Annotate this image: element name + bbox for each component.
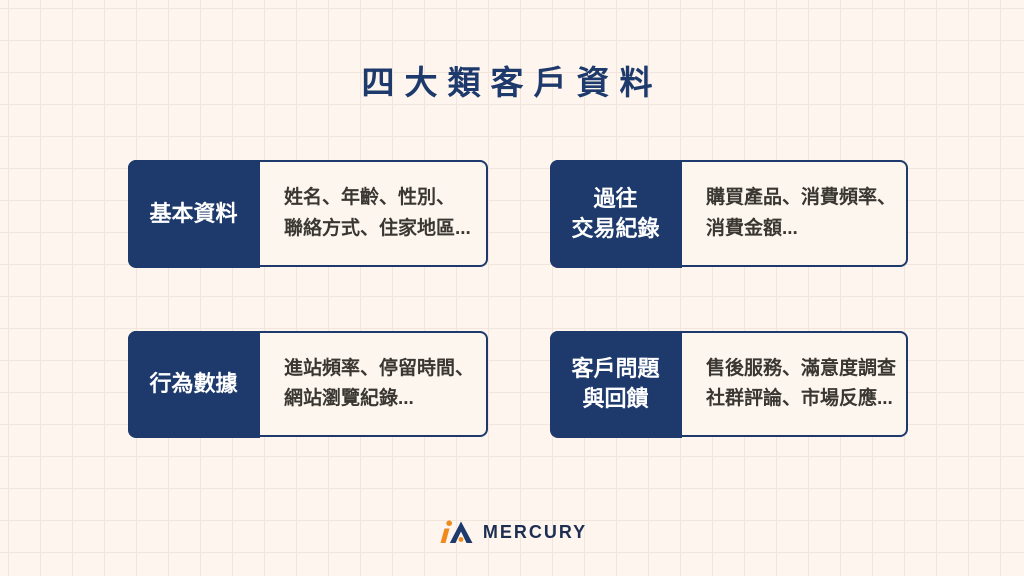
page-title: 四大類客戶資料 [361, 64, 663, 101]
card-behavior-data-description: 進站頻率、停留時間、 網站瀏覽紀錄... [284, 357, 475, 409]
card-transaction-history: 過往 交易紀錄 購買產品、消費頻率、 消費金額... [549, 159, 908, 268]
card-behavior-data-label: 行為數據 [127, 330, 260, 438]
card-transaction-history-description: 購買產品、消費頻率、 消費金額... [706, 187, 897, 239]
card-customer-feedback-description: 售後服務、滿意度調查 社群評論、市場反應... [706, 357, 897, 409]
card-behavior-data: 行為數據 進站頻率、停留時間、 網站瀏覽紀錄... [127, 330, 488, 438]
logo-wordmark: MERCURY [482, 521, 588, 542]
mercury-logo: MERCURY [0, 518, 1024, 546]
card-basic-data-description: 姓名、年齡、性別、 聯絡方式、住家地區... [284, 187, 471, 239]
mercury-ia-logo-icon [440, 520, 473, 543]
card-transaction-history-label: 過往 交易紀錄 [549, 159, 682, 268]
card-customer-feedback: 客戶問題 與回饋 售後服務、滿意度調查 社群評論、市場反應... [549, 330, 908, 438]
card-basic-data: 基本資料 姓名、年齡、性別、 聯絡方式、住家地區... [127, 159, 488, 268]
card-customer-feedback-label: 客戶問題 與回饋 [549, 330, 682, 438]
card-basic-data-label: 基本資料 [127, 159, 260, 268]
